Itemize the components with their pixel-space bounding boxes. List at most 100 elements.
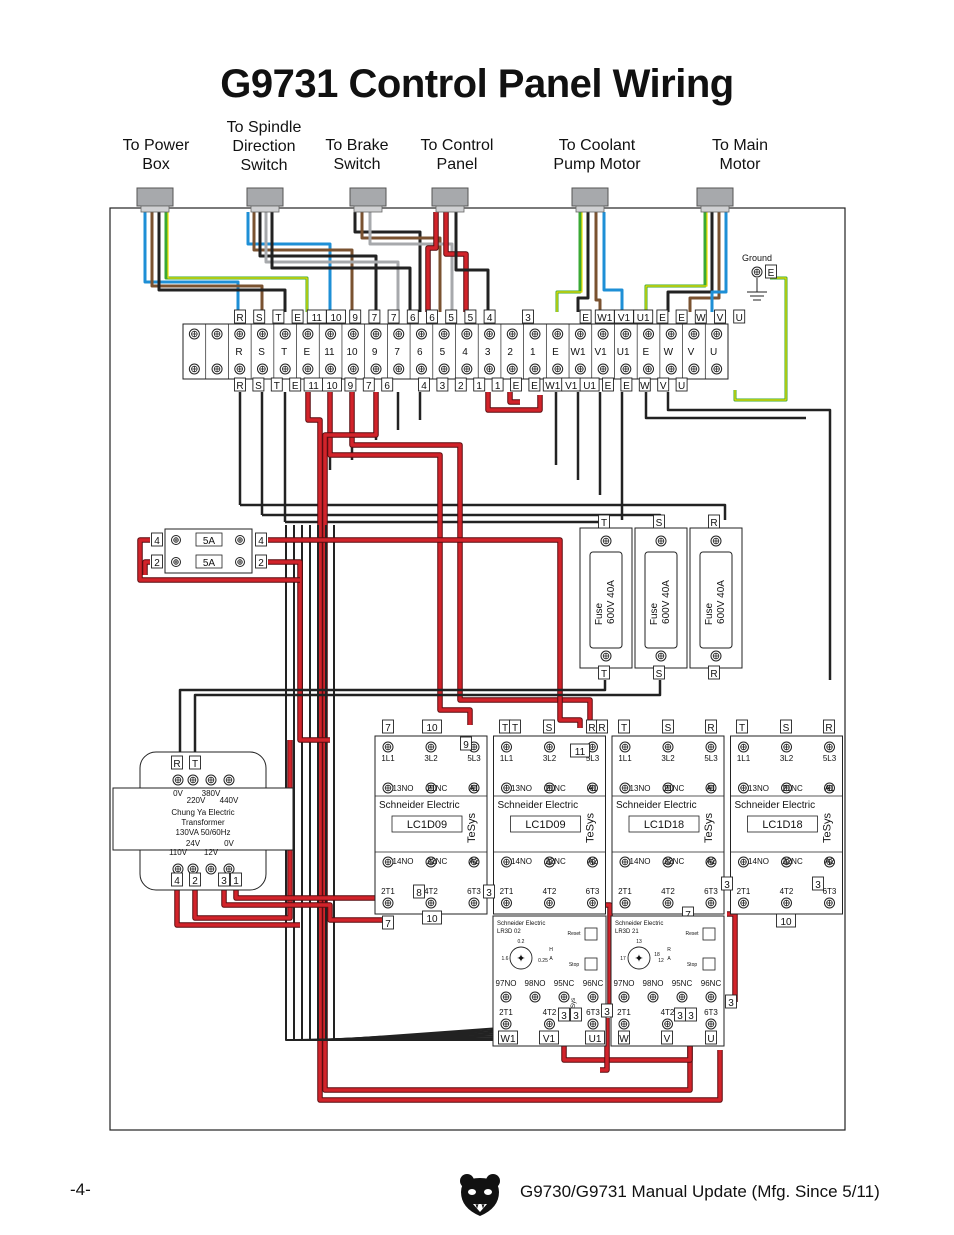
terminal-screw-ring [236,365,243,373]
terminal-label: E [303,347,310,358]
wire-tag-text: 7 [385,919,391,930]
overload-stop-label: Stop [687,962,698,968]
terminal-screw-ring [620,993,628,1001]
terminal-screw-ring [259,330,266,338]
cable-gland-motor [696,187,734,207]
cable-gland-coolant [571,187,609,207]
wire-tag-text: T [275,313,281,324]
overload-aux-label: 97NO [614,979,635,988]
wire-tag-text: R [236,313,243,324]
wire-tag-text: T [601,518,607,529]
terminal-screw-ring [649,993,657,1001]
wire-tag-text: R [588,723,595,734]
wire-tag-text: U [678,381,685,392]
terminal-label: V1 [594,347,607,358]
terminal-screw-ring [577,365,584,373]
contactor-terminal-label: 6T3 [823,887,837,896]
wire-tag [539,1030,559,1045]
overload-dial-value: 12 [658,958,664,964]
terminal-screw-ring [174,776,182,784]
terminal-screw-ring [707,899,715,907]
wire-tag [387,309,400,324]
wire-tag-text: 8 [416,888,422,899]
contactor-terminal-label: 2T1 [618,887,632,896]
wire-tag-text: W1 [545,381,560,392]
wire-tag [426,309,438,324]
wire-tag [812,876,824,891]
transformer-terminal-label: 0V [173,789,183,798]
contactor-aux-label: A1 [588,784,598,793]
contactor-terminal-label: 5L3 [586,754,600,763]
wire-tag [596,719,608,734]
red-wire [143,560,150,575]
terminal-screw-ring [589,899,596,907]
terminal-screw-ring [384,858,392,866]
terminal-screw-ring [384,784,392,792]
terminal-label: V [688,347,695,358]
overload-dial-value: 0.2 [518,939,525,945]
wire-tag-text: V1 [565,381,578,392]
wire-tag [765,264,777,279]
dest-line: To Main [711,137,769,154]
terminal-screw-ring [546,899,553,907]
cable-gland-nut [435,205,465,213]
terminal-screw-ring [463,365,471,373]
contactor-terminal-label: 1L1 [737,754,751,763]
terminal-screw-ring [546,1020,553,1028]
terminal-screw-ring [440,330,448,338]
wire-tag-text: 7 [391,313,397,324]
terminal-screw-ring [740,784,747,792]
terminal-screw-ring [622,330,630,338]
contactor-model: LC1D18 [762,819,802,831]
overload-dial-value: 18 [654,952,660,958]
wire-tag-text: R [825,723,832,734]
contactor-aux-label: 21NC [427,784,448,793]
terminal-screw-ring [418,330,425,338]
dest-line: Pump Motor [553,156,641,173]
wire [556,212,583,312]
terminal-label: 9 [372,347,378,358]
contactor-aux-label: 13NO [630,784,651,793]
terminal-label: W1 [571,347,586,358]
terminal-screw-ring [486,365,493,373]
wire-tag-text: 3 [573,1011,579,1022]
terminal-screw-ring [427,743,435,751]
contactor-terminal-label: 4T2 [780,887,794,896]
wire-tag-text: 10 [426,723,438,734]
wire [240,503,727,520]
terminal-screw-ring [690,330,698,338]
wire-tag [705,1030,717,1045]
terminal-screw-ring [463,330,471,338]
wire-tag [598,665,610,680]
wire-tag-text: 3 [221,876,227,887]
overload-model: LR3D 02 [497,929,521,935]
wire-tag-text: 2 [258,558,264,569]
wire-tag-text: E [605,381,612,392]
terminal-screw-ring [753,268,761,276]
contactor-aux-label: A2 [706,857,716,866]
wire-tag [362,377,375,392]
terminal-screw-ring [668,330,675,338]
contactor-model-box [510,815,581,833]
terminal-label: U [710,347,717,358]
terminal-screw-ring [191,330,198,338]
wire-tag-text: T [502,723,508,734]
wire-tag [733,309,746,324]
terminal-screw-ring [470,784,478,792]
terminal-screw-ring [503,899,510,907]
red-wire [138,538,300,582]
wire-tag-text: R [598,723,605,734]
bear-logo-icon [460,1174,500,1216]
terminal-screw-ring [826,743,833,751]
contactor-aux-label: 14NO [511,857,532,866]
wire-tag [483,884,495,899]
dest-line: To Spindle [226,119,302,136]
wire-tag [406,309,419,324]
wire-tag [675,309,688,324]
wire [309,525,501,1041]
wire-tag [714,309,726,324]
wire [193,680,662,760]
terminal-screw-ring [602,537,610,545]
contactor-aux-label: A2 [469,857,479,866]
transformer-terminal-label: 12V [204,848,219,857]
